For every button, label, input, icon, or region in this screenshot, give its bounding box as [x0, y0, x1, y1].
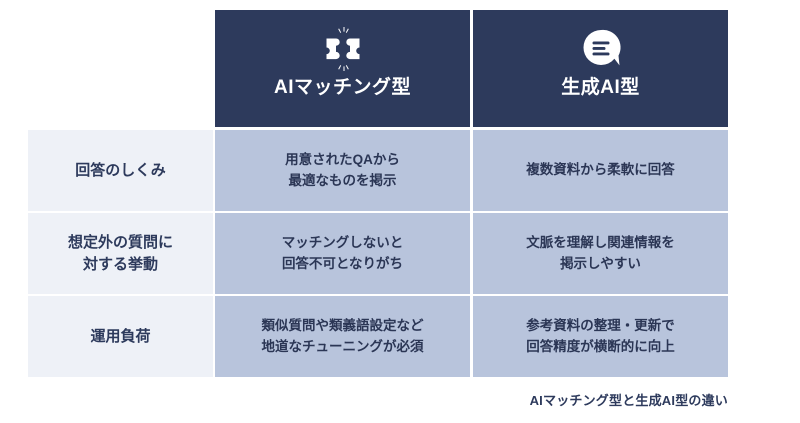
table-cell-ai-matching: 類似質問や類義語設定など 地道なチューニングが必須 — [215, 296, 470, 377]
table-cell-generative-ai: 参考資料の整理・更新で 回答精度が横断的に向上 — [473, 296, 728, 377]
column-header-ai-matching: AIマッチング型 — [215, 10, 470, 127]
row-label-unexpected-question-behavior: 想定外の質問に 対する挙動 — [28, 213, 213, 294]
cell-line: 最適なものを掲示 — [288, 172, 397, 188]
cell-line: 文脈を理解し関連情報を — [526, 235, 675, 251]
row-label-operational-load: 運用負荷 — [28, 296, 213, 377]
cell-line: 回答不可となりがち — [281, 255, 404, 271]
column-header-title: AIマッチング型 — [273, 77, 411, 98]
cell-line: 類似質問や類義語設定など — [261, 318, 424, 334]
figure-caption: AIマッチング型と生成AI型の違い — [529, 393, 728, 408]
table-body: 回答のしくみ 用意されたQAから 最適なものを掲示 複数資料から柔軟に回答 想定… — [28, 130, 728, 378]
cell-line: 複数資料から柔軟に回答 — [526, 162, 675, 178]
table-header-row: AIマッチング型 生成AI型 — [215, 10, 728, 127]
row-label-line: 回答のしくみ — [75, 161, 166, 179]
table-cell-ai-matching: 用意されたQAから 最適なものを掲示 — [215, 130, 470, 211]
puzzle-pieces-icon — [314, 24, 372, 74]
row-label-line: 運用負荷 — [90, 327, 151, 345]
speech-bubble-icon — [572, 24, 630, 74]
column-header-title: 生成AI型 — [561, 77, 640, 98]
cell-line: 掲示しやすい — [560, 255, 641, 271]
cell-line: 参考資料の整理・更新で — [526, 318, 675, 334]
cell-line: 回答精度が横断的に向上 — [526, 338, 675, 354]
cell-line: 地道なチューニングが必須 — [261, 338, 424, 354]
table-cell-generative-ai: 複数資料から柔軟に回答 — [473, 130, 728, 211]
table-row: 想定外の質問に 対する挙動 マッチングしないと 回答不可となりがち 文脈を理解し… — [28, 213, 728, 294]
row-label-answer-mechanism: 回答のしくみ — [28, 130, 213, 211]
row-label-line: 想定外の質問に — [67, 233, 173, 251]
table-cell-ai-matching: マッチングしないと 回答不可となりがち — [215, 213, 470, 294]
cell-line: マッチングしないと — [281, 235, 404, 251]
column-header-generative-ai: 生成AI型 — [473, 10, 728, 127]
table-row: 運用負荷 類似質問や類義語設定など 地道なチューニングが必須 参考資料の整理・更… — [28, 296, 728, 377]
table-row: 回答のしくみ 用意されたQAから 最適なものを掲示 複数資料から柔軟に回答 — [28, 130, 728, 211]
table-cell-generative-ai: 文脈を理解し関連情報を 掲示しやすい — [473, 213, 728, 294]
cell-line: 用意されたQAから — [285, 152, 400, 168]
row-label-line: 対する挙動 — [82, 255, 158, 273]
